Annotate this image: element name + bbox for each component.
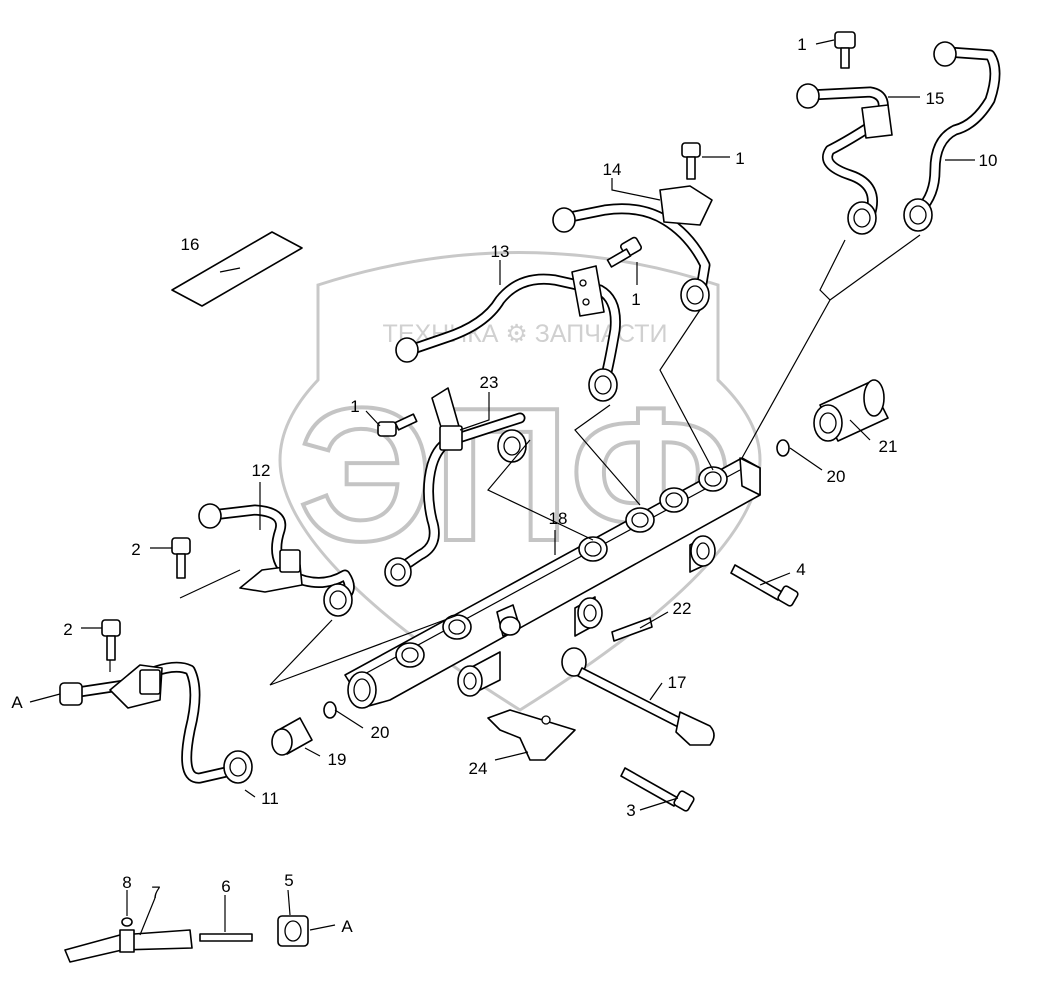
bolt-1-pipe13: [606, 236, 642, 268]
callout-1-center: 1: [735, 149, 744, 168]
callout-a-left: A: [11, 693, 23, 712]
part-13-injection-pipe: [395, 265, 621, 402]
callout-8: 8: [122, 873, 131, 892]
part-14-injection-pipe: [552, 185, 713, 312]
part-20-o-ring-left: [323, 701, 337, 719]
part-7-nozzle: [64, 929, 193, 963]
callout-7: 7: [151, 883, 160, 902]
callout-11: 11: [261, 789, 279, 808]
callout-20-left: 20: [371, 723, 390, 742]
callout-6: 6: [221, 877, 230, 896]
callout-20-right: 20: [827, 467, 846, 486]
callout-2-lower: 2: [63, 620, 72, 639]
callout-14: 14: [603, 160, 622, 179]
bolt-2-upper: [171, 537, 191, 579]
bolts: [101, 31, 856, 661]
part-5-nut: [277, 915, 309, 947]
part-8-o-ring: [121, 917, 133, 927]
part-15-injection-pipe: [796, 83, 893, 235]
bolt-1-top-right: [834, 31, 856, 69]
part-18-fuel-rail: [344, 457, 761, 709]
callout-labels: 1 15 10 1 14 16 13 1 23 1 21 20 12 18 2 …: [11, 35, 997, 936]
rail-ports: [395, 466, 728, 668]
callout-1-left: 1: [350, 397, 359, 416]
part-3-bolt: [620, 767, 695, 812]
callout-16: 16: [181, 235, 200, 254]
part-6-pin: [199, 933, 253, 942]
part-11-injection-pipe: [59, 661, 253, 784]
callout-a-right: A: [341, 917, 353, 936]
watermark-letters: ЭПФ: [298, 369, 732, 581]
callout-17: 17: [668, 673, 687, 692]
part-22-label: [611, 617, 653, 642]
callout-15: 15: [926, 89, 945, 108]
part-10-injection-pipe: [903, 41, 1001, 232]
bottom-parts-row: [64, 915, 309, 963]
part-23-injection-pipe: [384, 387, 527, 587]
bolt-2-lower: [101, 619, 121, 661]
part-12-injection-pipe: [198, 503, 355, 617]
callout-22: 22: [673, 599, 692, 618]
callout-2-upper: 2: [131, 540, 140, 559]
part-24-bracket: [487, 709, 576, 761]
callout-5: 5: [284, 871, 293, 890]
part-21-cap: [813, 379, 889, 442]
callout-10: 10: [979, 151, 998, 170]
rail-bosses: [457, 535, 716, 697]
part-4-bolt: [730, 564, 799, 607]
callout-21: 21: [879, 437, 898, 456]
callout-1-pipe13: 1: [631, 290, 640, 309]
callout-4: 4: [796, 560, 805, 579]
callout-19: 19: [328, 750, 347, 769]
callout-12: 12: [252, 461, 271, 480]
callout-24: 24: [469, 759, 488, 778]
part-19-plug: [271, 717, 313, 756]
leader-lines: [29, 39, 975, 936]
callout-13: 13: [491, 242, 510, 261]
part-20-o-ring-right: [776, 439, 790, 457]
callout-23: 23: [480, 373, 499, 392]
bolt-1-left: [377, 413, 418, 437]
callout-1-top-right: 1: [797, 35, 806, 54]
watermark: ТЕХНИКА ⚙ ЗАПЧАСТИ ЭПФ: [278, 251, 762, 712]
bolt-1-center: [681, 142, 701, 180]
callout-18: 18: [549, 509, 568, 528]
part-17-pressure-sensor: [561, 647, 715, 746]
callout-3: 3: [626, 801, 635, 820]
